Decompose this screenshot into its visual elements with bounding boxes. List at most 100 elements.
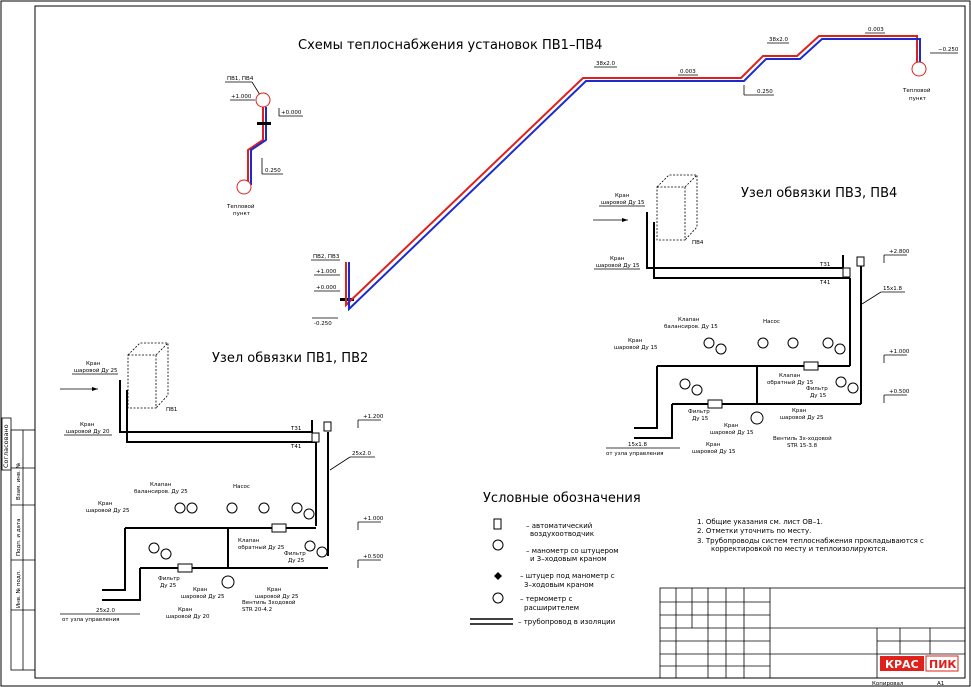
n34-filter-b: Фильтр xyxy=(688,409,710,415)
n34-balance: Клапан xyxy=(678,317,700,323)
title-block: КРАС ПИК xyxy=(659,587,966,679)
t31-b: T31 xyxy=(819,262,830,268)
node-pv3-pv4: Узел обвязки ПВ3, ПВ4 ПВ4 Кран шаровой Д… xyxy=(593,174,910,457)
red-marker xyxy=(236,179,252,195)
n12-pump: Насос xyxy=(233,484,250,490)
n34-ball-b2: шаровой Ду 15 xyxy=(596,262,640,269)
scheme-pv1-pv4: ПВ1, ПВ4 +1.000 +0.000 0.250 Тепловой пу… xyxy=(225,76,303,217)
heat-point-b2: пункт xyxy=(909,96,927,102)
slope-003: 0.003 xyxy=(680,69,696,75)
stamp-sign: Подп. и дата xyxy=(16,519,22,556)
n12-3way2: STR 20-4.2 xyxy=(242,607,272,613)
pipe-15-n34: 15x1.8 xyxy=(883,286,903,292)
stamp-inv: Инв. № подл. xyxy=(16,570,22,608)
lvl-0000-b: +0.000 xyxy=(316,285,337,291)
lvl-1000-a: +1.000 xyxy=(231,94,252,100)
legend-item-1b: воздухоотводчик xyxy=(530,530,594,538)
stamp-agreed: Согласовано xyxy=(2,424,10,468)
n12-ball-c2: шаровой Ду 25 xyxy=(255,593,299,600)
page-title: Схемы теплоснабжения установок ПВ1–ПВ4 xyxy=(298,38,602,53)
n34-ball-25: Кран xyxy=(792,408,807,414)
n34-filter2: Ду 15 xyxy=(810,393,827,399)
n12-ball-b: Кран xyxy=(193,587,208,593)
lvl-2800: +2.800 xyxy=(889,249,910,255)
pipe-25-n12: 25x2.0 xyxy=(352,451,372,457)
n12-ball-b2: шаровой Ду 25 xyxy=(181,593,225,600)
n34-3way: Вентиль 3х-ходовой xyxy=(773,435,832,442)
n34-filter-b2: Ду 15 xyxy=(692,416,709,422)
fitting-icon xyxy=(494,572,502,580)
n12-valve-ball2: шаровой Ду 25 xyxy=(74,367,118,374)
n12-filter-b: Фильтр xyxy=(158,576,180,582)
n12-ball-20b: шаровой Ду 20 xyxy=(166,613,210,620)
n34-ball-c: Кран xyxy=(628,338,643,344)
heat-point-b: Тепловой xyxy=(902,87,931,94)
lvl-0250-a: 0.250 xyxy=(265,168,281,174)
t41-a: T41 xyxy=(290,444,301,450)
n12-valve-20a: Кран xyxy=(80,422,95,428)
legend-item-5: – трубопровод в изоляции xyxy=(518,618,615,626)
n12-balance2: балансиров. Ду 25 xyxy=(134,489,188,495)
legend-item-4: – термометр с xyxy=(520,595,572,603)
tag-pv2: ПВ2, ПВ3 xyxy=(313,254,340,260)
n34-pump: Насос xyxy=(763,319,780,325)
n34-ball-e2: шаровой Ду 15 xyxy=(692,448,736,455)
n34-from: от узла управления xyxy=(606,451,663,457)
note-2: 2. Отметки уточнить по месту. xyxy=(697,527,811,535)
n12-from: от узла управления xyxy=(62,617,119,623)
footer-copied: Копировал xyxy=(872,681,904,687)
node34-title: Узел обвязки ПВ3, ПВ4 xyxy=(741,186,897,201)
n12-filter: Фильтр xyxy=(284,551,306,557)
n12-3way: Вентиль 3ходовой xyxy=(242,599,296,606)
n34-filter: Фильтр xyxy=(806,386,828,392)
logo-right xyxy=(925,655,959,672)
lvl-1000-n12: +1.000 xyxy=(363,516,384,522)
note-3: 3. Трубопроводы систем теплоснабжения пр… xyxy=(697,537,924,545)
t31-a: T31 xyxy=(290,426,301,432)
n34-3way2: STR 15-3.8 xyxy=(787,443,818,449)
slope-003b: 0.003 xyxy=(868,27,884,33)
n12-ball-20: Кран xyxy=(178,607,193,613)
lvl-m0250-d: −0.250 xyxy=(938,47,959,53)
legend-item-2b: и 3–ходовым краном xyxy=(530,555,607,563)
n34-ball-d: Кран xyxy=(724,423,739,429)
manometer-icon xyxy=(492,539,504,551)
note-1: 1. Общие указания см. лист ОВ–1. xyxy=(697,518,823,526)
thermometer-icon xyxy=(492,592,504,604)
legend-item-2: – манометр со штуцером xyxy=(526,547,619,555)
legend-item-4b: расширителем xyxy=(524,604,579,612)
node12-title: Узел обвязки ПВ1, ПВ2 xyxy=(212,351,368,366)
n34-ball-e: Кран xyxy=(706,442,721,448)
n12-pipe25b: 25x2.0 xyxy=(96,608,116,614)
n34-pipe15b: 15x1.8 xyxy=(628,442,648,448)
footer-format: A1 xyxy=(937,681,944,687)
heat-point-a: Тепловой xyxy=(226,203,255,210)
n12-ball-25: Кран xyxy=(98,501,113,507)
n12-valve-20b: шаровой Ду 20 xyxy=(66,428,110,435)
lvl-m0250-b: -0.250 xyxy=(314,321,332,327)
n34-balance2: балансиров. Ду 15 xyxy=(664,324,718,330)
legend-title: Условные обозначения xyxy=(483,491,641,506)
legend-item-1: – автоматический xyxy=(526,522,592,530)
logo-left xyxy=(880,656,924,671)
n34-ball-c2: шаровой Ду 15 xyxy=(614,344,658,351)
n12-ball-c: Кран xyxy=(267,587,282,593)
heat-point-a2: пункт xyxy=(233,211,251,217)
scheme-main-riser: ПВ2, ПВ3 +1.000 +0.000 -0.250 38x2.0 0.0… xyxy=(311,27,959,327)
lvl-0500-n12: +0.500 xyxy=(363,554,384,560)
n12-filter-b2: Ду 25 xyxy=(160,583,177,589)
n34-ball: Кран xyxy=(615,193,630,199)
legend: Условные обозначения – автоматический во… xyxy=(470,491,641,626)
pipe-38b: 38x2.0 xyxy=(769,37,789,43)
n12-check2: обратный Ду 25 xyxy=(238,544,285,551)
inner-frame xyxy=(34,5,966,679)
n34-ball-25b: шаровой Ду 25 xyxy=(780,414,824,421)
n12-ball-25b: шаровой Ду 25 xyxy=(86,507,130,514)
lvl-0000-a: +0.000 xyxy=(281,110,302,116)
t41-b: T41 xyxy=(819,280,830,286)
red-marker xyxy=(911,61,927,77)
lvl-0500-n34: +0.500 xyxy=(889,389,910,395)
n12-filter2: Ду 25 xyxy=(288,558,305,564)
